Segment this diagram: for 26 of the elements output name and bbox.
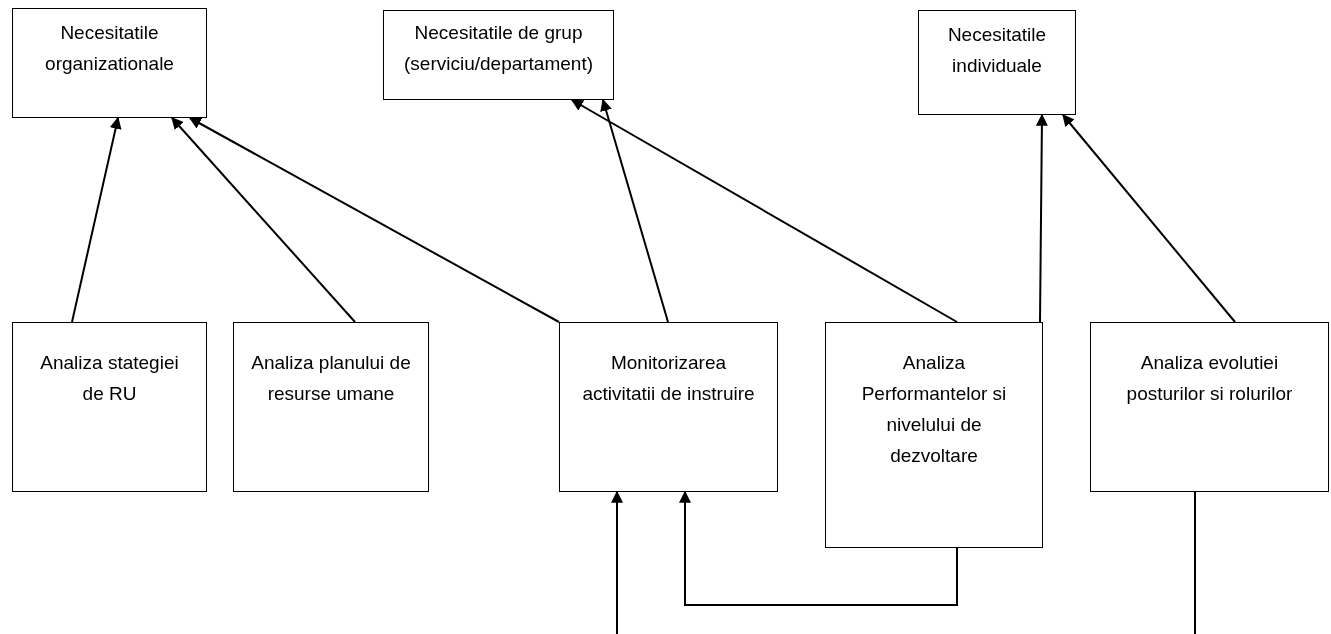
box-label: Necesitatile organizationale <box>44 21 175 76</box>
box-label: Analiza stategiei de RU <box>39 351 180 406</box>
arrow <box>570 99 958 323</box>
arrow <box>1062 114 1236 323</box>
process-box <box>1090 322 1329 492</box>
box-label: Monitorizarea activitatii de instruire <box>581 351 756 406</box>
arrow <box>188 117 560 323</box>
box-label: Necesitatile individuale <box>946 23 1048 78</box>
process-box <box>12 8 207 118</box>
box-label: Analiza Performantelor si nivelului de dezvoltare <box>860 351 1008 468</box>
process-box <box>918 10 1076 115</box>
box-label: Analiza evolutiei posturilor si rolurilor <box>1125 351 1294 406</box>
arrow <box>71 116 122 323</box>
process-box <box>233 322 429 492</box>
process-box <box>12 322 207 492</box>
arrow <box>611 490 623 634</box>
process-box <box>383 10 614 100</box>
process-box <box>559 322 778 492</box>
box-label: Analiza planului de resurse umane <box>250 351 412 406</box>
box-label: Necesitatile de grup (serviciu/departament) <box>403 21 594 76</box>
arrow <box>600 98 669 323</box>
process-box <box>825 322 1043 548</box>
arrow <box>679 490 958 606</box>
connector-line <box>1194 491 1196 634</box>
arrow <box>171 117 356 323</box>
arrow <box>1035 113 1048 323</box>
